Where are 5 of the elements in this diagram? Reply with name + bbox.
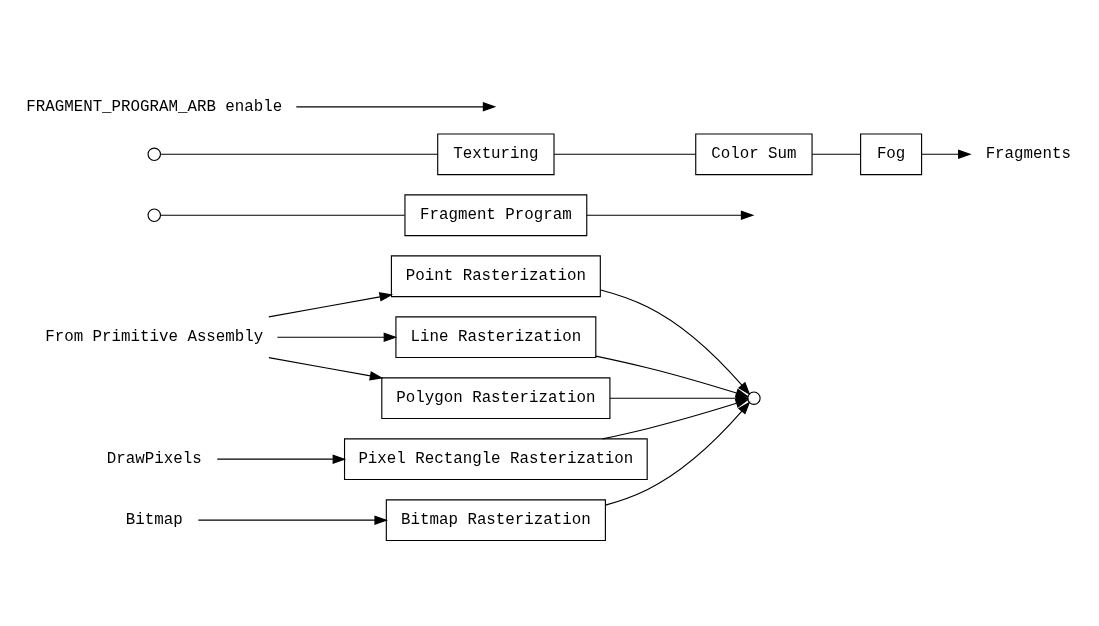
node-text: FRAGMENT_PROGRAM_ARB enable (26, 97, 283, 116)
node-text: Fragments (985, 144, 1071, 163)
node-text: From Primitive Assembly (45, 327, 264, 346)
node-text: Bitmap (125, 510, 183, 529)
node-text: DrawPixels (106, 449, 202, 468)
